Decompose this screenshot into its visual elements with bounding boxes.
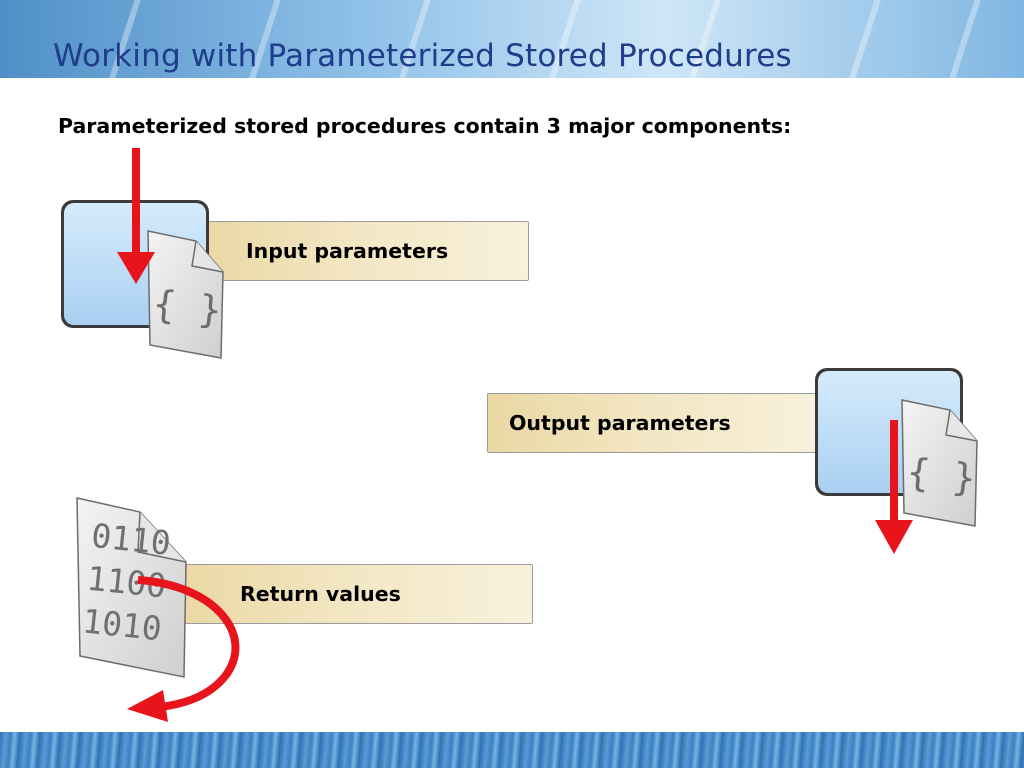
output-procedure-box (815, 368, 963, 496)
input-parameters-bar: Input parameters (198, 221, 529, 281)
output-arrow (875, 420, 913, 554)
return-values-label: Return values (240, 582, 401, 606)
input-procedure-box (61, 200, 209, 328)
subtitle: Parameterized stored procedures contain … (58, 114, 792, 138)
slide-title: Working with Parameterized Stored Proced… (53, 38, 792, 74)
return-values-bar: Return values (178, 564, 533, 624)
binary-document-icon: 0110 1100 1010 (76, 497, 187, 678)
header-band (0, 0, 1024, 78)
code-braces-text: { } (151, 282, 224, 333)
output-parameters-label: Output parameters (509, 411, 731, 435)
binary-line-2: 1100 (85, 559, 168, 606)
input-parameters-label: Input parameters (246, 239, 449, 263)
input-arrow (117, 148, 155, 284)
binary-line-1: 0110 (89, 516, 172, 563)
footer-band (0, 732, 1024, 768)
output-parameters-bar: Output parameters (487, 393, 827, 453)
code-braces-text: { } (905, 450, 978, 501)
code-document-icon: { } (901, 399, 978, 527)
binary-line-3: 1010 (80, 601, 163, 648)
